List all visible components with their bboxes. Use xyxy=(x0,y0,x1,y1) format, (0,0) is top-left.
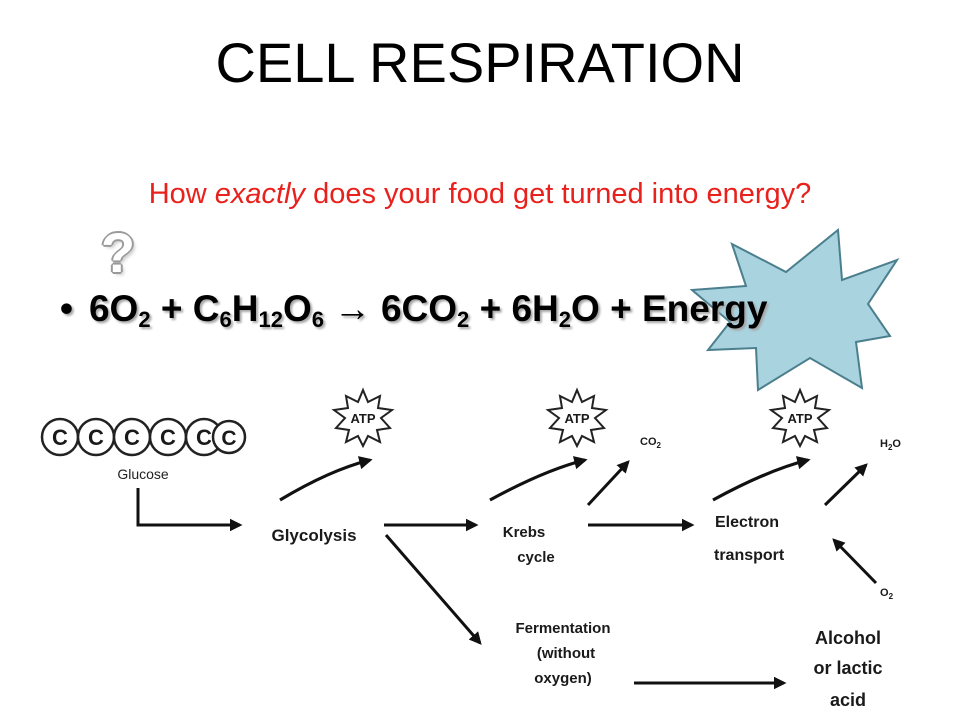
eq-o: O xyxy=(282,288,312,329)
bullet-icon: • xyxy=(60,288,73,329)
svg-text:C: C xyxy=(124,425,140,450)
o2-label: O2 xyxy=(880,587,894,601)
svg-text:C: C xyxy=(221,427,236,450)
eq-product-energy: O + Energy xyxy=(571,288,768,329)
svg-text:C: C xyxy=(88,425,104,450)
eq-reactant-o2: 6O xyxy=(88,288,139,329)
atp-curved-arrow xyxy=(279,456,373,502)
eq-sub: 2 xyxy=(558,307,572,332)
eq-sub: 6 xyxy=(219,307,232,332)
carbon-atom: C xyxy=(211,419,247,455)
svg-text:C: C xyxy=(196,425,212,450)
eq-h: H xyxy=(231,288,259,329)
carbon-atom: C xyxy=(148,417,188,457)
glucose-label: Glucose xyxy=(117,466,169,482)
h2o-label: H2O xyxy=(880,438,901,452)
eq-sub: 12 xyxy=(258,307,283,332)
svg-text:ATP: ATP xyxy=(787,411,812,426)
electron-label-line1: Electron xyxy=(715,514,779,531)
glycolysis-to-fermentation-arrow xyxy=(384,534,482,645)
energy-starburst-icon xyxy=(690,228,900,392)
glucose-to-glycolysis-arrow xyxy=(136,488,243,532)
krebs-to-co2-arrow xyxy=(586,460,630,507)
question-mark-icon: ? xyxy=(100,221,136,284)
alcohol-label-line1: Alcohol xyxy=(815,628,881,648)
svg-text:C: C xyxy=(52,425,68,450)
eq-product-h: + 6H xyxy=(469,288,559,329)
svg-text:ATP: ATP xyxy=(564,411,589,426)
alcohol-label-line3: acid xyxy=(830,690,866,710)
electron-to-h2o-arrow xyxy=(823,463,868,507)
glycolysis-label: Glycolysis xyxy=(271,526,356,545)
atp-burst-icon: ATP xyxy=(331,387,395,449)
krebs-label-line2: cycle xyxy=(517,549,555,566)
eq-plus-c: + C xyxy=(150,288,220,329)
carbon-atom: C xyxy=(184,417,224,457)
respiration-equation: •6O2 + C6H12O6→6CO2 + 6H2O + Energy xyxy=(60,288,768,332)
eq-sub: 2 xyxy=(457,307,470,332)
carbon-atom: C xyxy=(40,417,80,457)
eq-arrow-icon: → xyxy=(333,288,371,329)
eq-sub: 6 xyxy=(311,307,324,332)
svg-text:ATP: ATP xyxy=(350,411,375,426)
krebs-label-line1: Krebs xyxy=(503,524,546,541)
atp-burst-icon: ATP xyxy=(768,387,832,449)
o2-to-electron-arrow xyxy=(832,538,878,585)
carbon-atom: C xyxy=(112,417,152,457)
atp-curved-arrow xyxy=(712,456,811,502)
eq-product-co2: 6CO xyxy=(380,288,458,329)
glucose-molecule: C C C C C C xyxy=(40,417,247,457)
question-emphasis: exactly xyxy=(214,178,306,210)
eq-sub: 2 xyxy=(138,307,151,332)
electron-label-line2: transport xyxy=(714,547,785,564)
slide-title: CELL RESPIRATION xyxy=(215,31,745,94)
question-text: How exactly does your food get turned in… xyxy=(0,178,960,211)
question-part-1: How xyxy=(148,178,215,210)
co2-label: CO2 xyxy=(640,436,662,450)
carbon-atom: C xyxy=(76,417,116,457)
fermentation-label-line1: Fermentation xyxy=(515,620,610,637)
atp-burst-icon: ATP xyxy=(545,387,609,449)
svg-text:C: C xyxy=(160,425,176,450)
question-part-2: does your food get turned into energy? xyxy=(305,178,812,210)
atp-curved-arrow xyxy=(489,456,588,502)
fermentation-label-line2: (without xyxy=(537,645,595,662)
fermentation-label-line3: oxygen) xyxy=(534,670,592,687)
alcohol-label-line2: or lactic xyxy=(813,658,882,678)
